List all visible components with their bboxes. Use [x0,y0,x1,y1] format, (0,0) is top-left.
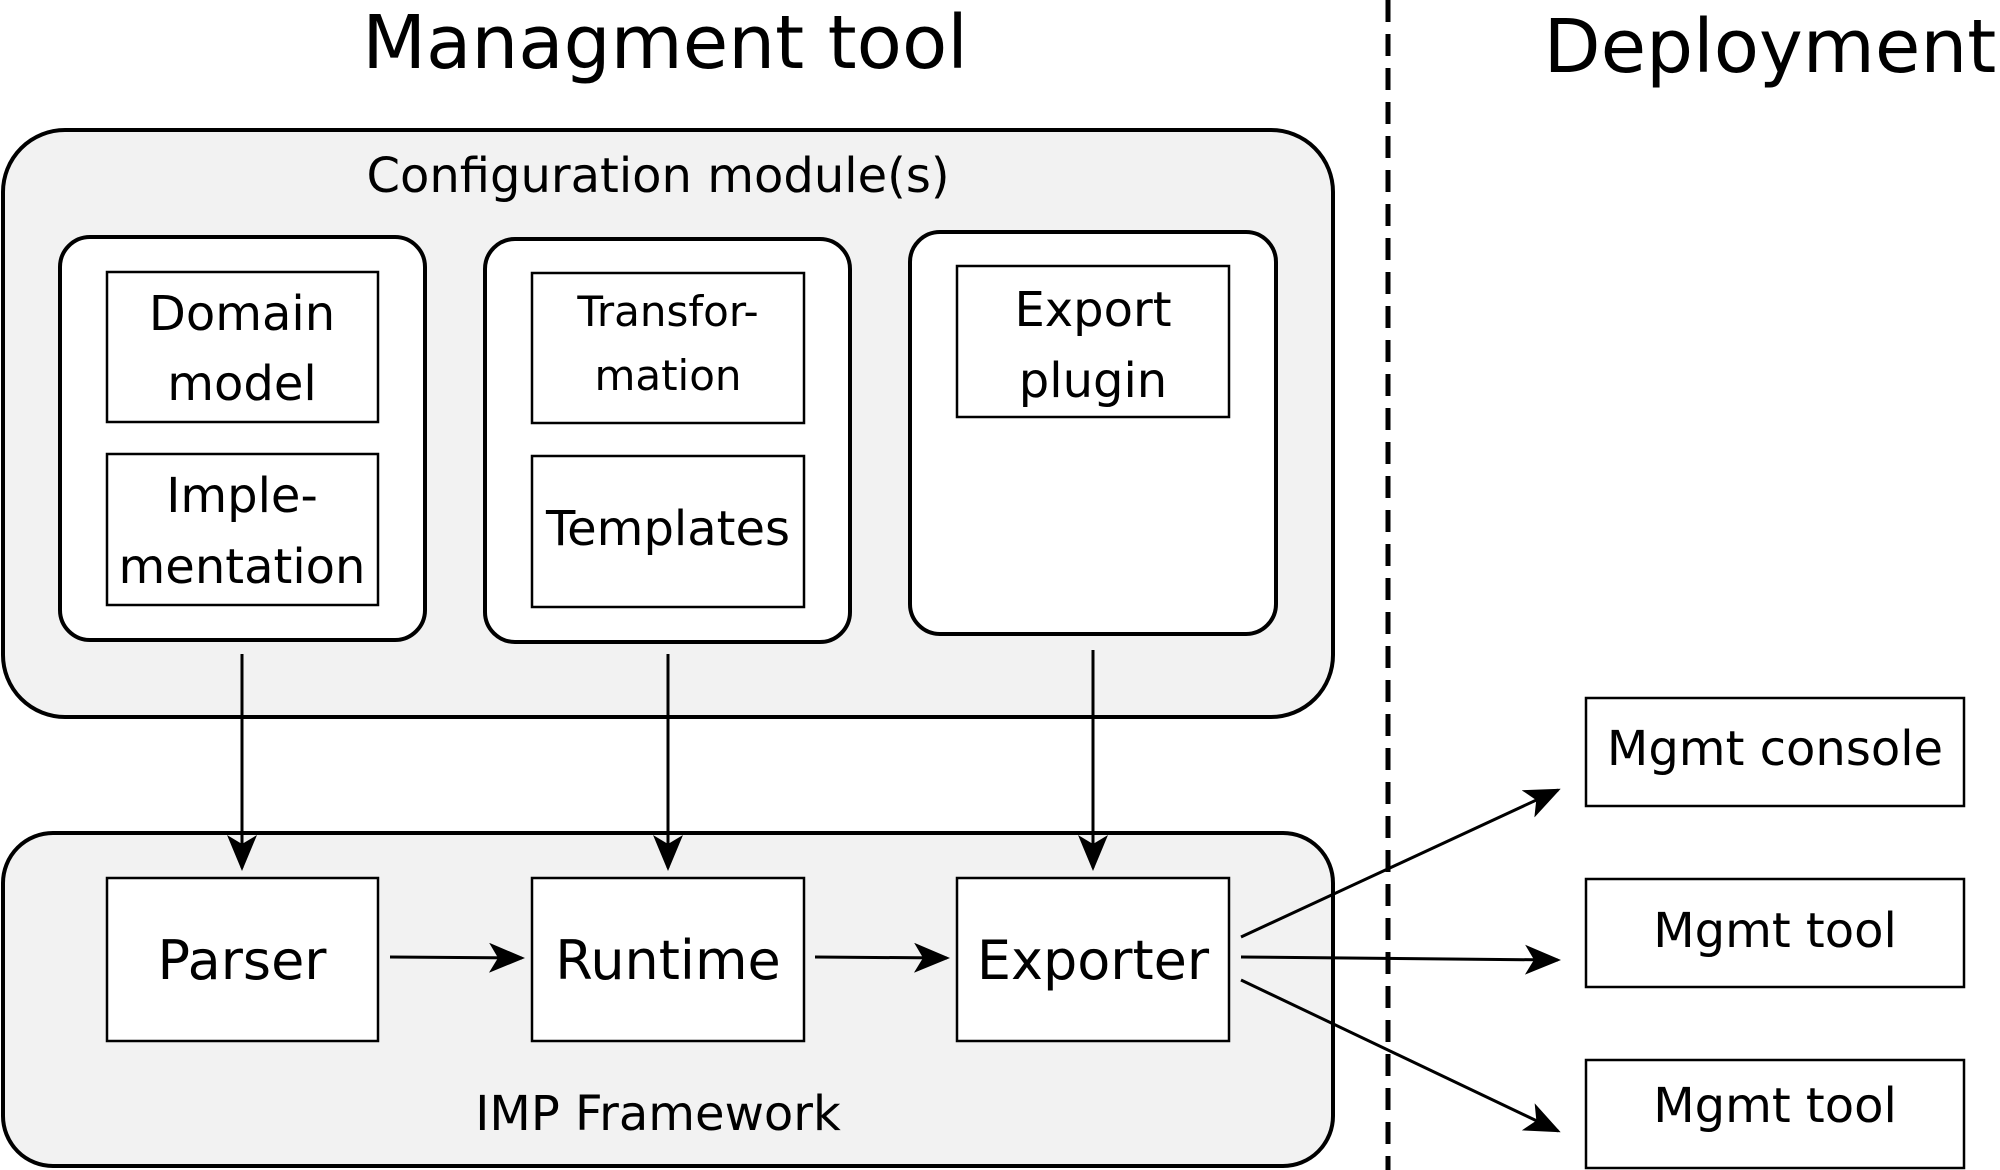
domain-model-line-1: Domain [149,286,335,342]
deployment-target-2-label: Mgmt tool [1653,903,1897,959]
deployment-target-1: Mgmt console [1584,696,1966,808]
parser-box-frame [105,876,380,1043]
runtime-label: Runtime [555,929,781,992]
transformation-line-1: Transfor- [576,287,758,336]
arrow-parser-to-runtime [389,942,525,973]
implementation-box-frame [105,452,380,607]
exporter-box: Exporter [955,876,1231,1043]
templates-box: Templates [530,454,806,609]
config-module-2: Transfor- mation Templates [483,237,852,644]
heading-management-tool: Managment tool [362,0,968,86]
transformation-line-2: mation [594,351,741,400]
implementation-line-1: Imple- [166,468,318,524]
transformation-box: Transfor- mation [530,271,806,425]
arrow-exporter-to-target-2 [1240,944,1561,975]
runtime-box: Runtime [530,876,806,1043]
export-plugin-line-1: Export [1014,282,1171,338]
arrow-runtime-to-exporter [814,942,950,973]
config-module-1: Domain model Imple- mentation [58,235,427,642]
templates-box-frame [530,454,806,609]
domain-model-box-frame [105,270,380,424]
arrow-exporter-to-target-1 [1240,788,1561,939]
domain-model-box: Domain model [105,270,380,424]
framework-panel: IMP Framework Parser Runtime Exporter [1,831,1335,1168]
domain-model-line-2: model [167,356,316,412]
arrow-exporter-to-target-3 [1240,978,1561,1133]
deployment-target-3-label: Mgmt tool [1653,1078,1897,1134]
templates-label: Templates [545,501,790,557]
deployment-target-3: Mgmt tool [1584,1058,1966,1170]
transformation-box-frame [530,271,806,425]
framework-panel-label: IMP Framework [475,1086,841,1142]
deployment-target-1-frame [1584,696,1966,808]
deployment-target-3-frame [1584,1058,1966,1170]
deployment-target-2-frame [1584,877,1966,989]
deployment-target-2: Mgmt tool [1584,877,1966,989]
exporter-label: Exporter [977,929,1210,992]
configuration-panel-label: Configuration module(s) [366,148,949,204]
export-plugin-box-frame [955,264,1231,419]
parser-box: Parser [105,876,380,1043]
parser-label: Parser [158,929,328,992]
deployment-target-1-label: Mgmt console [1607,721,1943,777]
configuration-panel: Configuration module(s) Domain model Imp… [1,128,1335,719]
implementation-box: Imple- mentation [105,452,380,607]
export-plugin-line-2: plugin [1019,353,1167,409]
export-plugin-box: Export plugin [955,264,1231,419]
runtime-box-frame [530,876,806,1043]
implementation-line-2: mentation [119,539,366,595]
exporter-box-frame [955,876,1231,1043]
config-module-3: Export plugin [908,230,1278,636]
heading-deployment: Deployment [1544,4,1997,90]
